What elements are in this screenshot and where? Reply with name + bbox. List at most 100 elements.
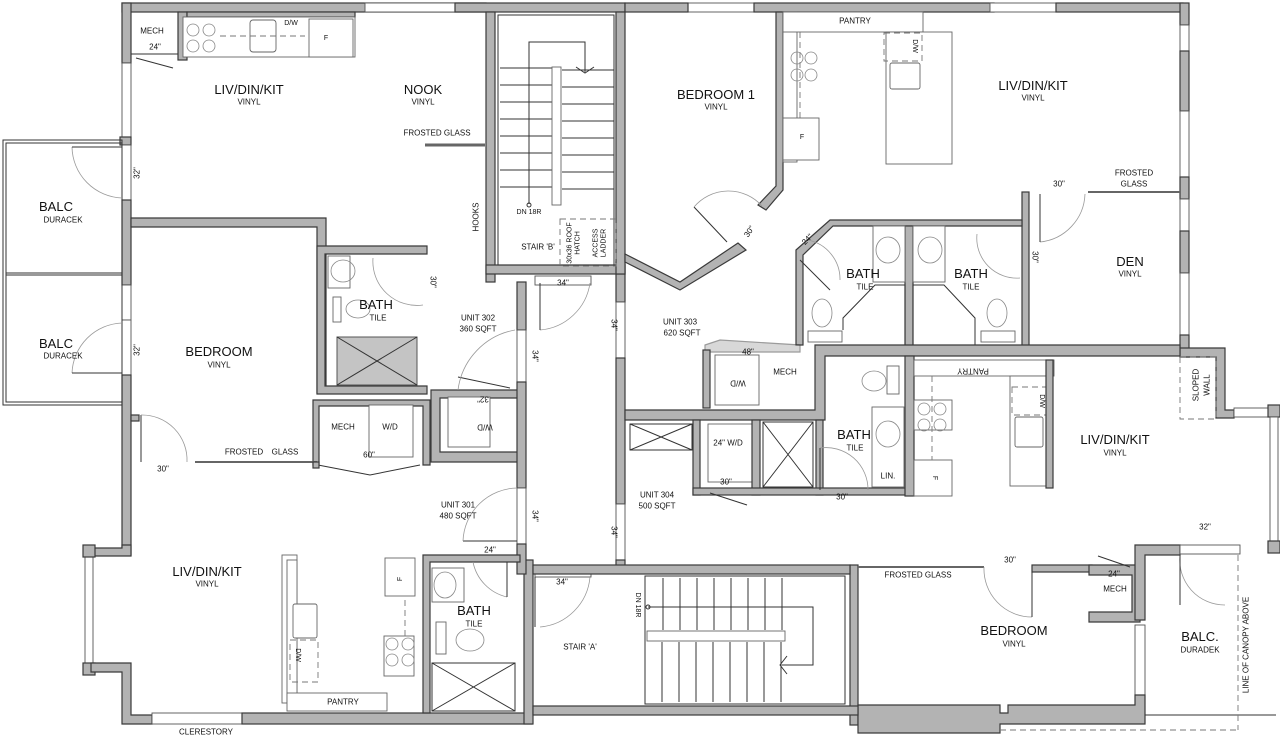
u303-wd-label: W/D: [730, 378, 746, 388]
u302-wd-door-dim: 32": [477, 394, 489, 404]
u301-bath-door-dim: 24": [484, 545, 496, 555]
u303-dishwasher-label: D/W: [910, 39, 918, 53]
u304-entry-door-dim: 34": [609, 526, 619, 538]
u301-bedroom-name: BEDROOM: [185, 343, 253, 359]
u304-livdinkit-floor: VINYL: [1103, 448, 1127, 458]
u301-bath-name: BATH: [457, 602, 491, 618]
unit-301-name: UNIT 301: [440, 500, 476, 510]
u303-den-door-dim: 30": [1053, 179, 1065, 189]
u301-balc-floor: DURACEK: [43, 351, 83, 361]
u304-fridge-label: F: [930, 475, 938, 481]
u301-dishwasher-label: D/W: [293, 648, 301, 662]
clerestory-label: CLERESTORY: [179, 727, 233, 737]
u303-bath-a-floor: TILE: [856, 282, 874, 292]
u302-bath-name: BATH: [359, 296, 393, 312]
u303-bath-b-floor: TILE: [962, 282, 980, 292]
stair-b-access-ladder-label: ACCESS LADDER: [592, 228, 607, 258]
unit-304-interior: [532, 355, 1276, 734]
u302-bath-floor: TILE: [369, 313, 387, 323]
stair-b: [485, 11, 626, 275]
u301-balc-door-dim: 32": [132, 344, 142, 356]
stair-b-roof-hatch-label: 30x36 ROOF HATCH: [566, 222, 581, 264]
u301-balc-name: BALC: [39, 335, 73, 351]
u304-balc-floor: DURADEK: [1180, 645, 1220, 655]
u304-livdinkit-name: LIV/DIN/KIT: [1080, 431, 1150, 447]
u302-mech-door-dim: 24": [149, 42, 161, 52]
u302-hooks-label: HOOKS: [471, 202, 481, 232]
u302-entry-door-dim: 34": [530, 350, 540, 362]
exterior-walls: [82, 2, 1280, 725]
u303-bedroom1-floor: VINYL: [704, 102, 728, 112]
u304-balc-door-dim: 32": [1199, 522, 1211, 532]
u303-pantry-label: PANTRY: [839, 16, 871, 26]
unit-304-area: 500 SQFT: [638, 501, 676, 511]
unit-301-area: 480 SQFT: [439, 511, 477, 521]
u304-bath-door-dim: 30": [836, 492, 848, 502]
u304-sloped-label: SLOPED: [1191, 368, 1201, 402]
u301-livdinkit-floor: VINYL: [195, 579, 219, 589]
u301-glass-label: GLASS: [271, 447, 299, 457]
u303-bath-b-door-dim: 30": [1030, 251, 1040, 263]
u303-wd-door-dim: 48": [742, 347, 754, 357]
u302-bath-door-dim: 30": [428, 276, 438, 288]
corridor-south-door-dim: 34": [556, 577, 568, 587]
stair-a-dn-label: DN 18R: [633, 592, 641, 618]
u301-bedroom-door-dim: 30": [157, 464, 169, 474]
u301-mech-label: MECH: [331, 422, 355, 432]
u304-balc-name: BALC.: [1181, 628, 1219, 644]
u303-glass-label: GLASS: [1120, 179, 1148, 189]
u302-dishwasher-label: D/W: [284, 20, 298, 28]
stair-a: [644, 575, 846, 705]
u304-bath-name: BATH: [837, 426, 871, 442]
u304-mech-door-dim: 24": [1108, 569, 1120, 579]
u302-nook-name: NOOK: [403, 81, 443, 97]
u304-wall-label: WALL: [1202, 374, 1212, 396]
u302-wd-label: W/D: [477, 422, 493, 432]
u304-mech-label: MECH: [1103, 584, 1127, 594]
u301-wd-door-dim: 60": [363, 450, 375, 460]
corridor-north-door-dim: 34": [557, 278, 569, 288]
unit-303-name: UNIT 303: [662, 317, 698, 327]
unit-301-interior: [130, 414, 521, 714]
u304-bedroom-door-dim: 30": [1004, 555, 1016, 565]
u301-wd-label: W/D: [382, 422, 398, 432]
u304-bath-floor: TILE: [846, 443, 864, 453]
u304-wd-door-dim: 30": [720, 477, 732, 487]
stair-b-dn-label: DN 18R: [516, 209, 542, 217]
unit-303-interior: [624, 11, 1181, 421]
unit-304-name: UNIT 304: [639, 490, 675, 500]
u303-bath-a-name: BATH: [846, 265, 880, 281]
u302-livdinkit-floor: VINYL: [237, 97, 261, 107]
u303-den-floor: VINYL: [1118, 269, 1142, 279]
canopy-line-label: LINE OF CANOPY ABOVE: [1241, 596, 1251, 694]
u302-nook-floor: VINYL: [411, 97, 435, 107]
unit-302-interior: [130, 11, 521, 476]
u301-livdinkit-name: LIV/DIN/KIT: [172, 563, 242, 579]
u303-den-name: DEN: [1116, 253, 1144, 269]
u303-livdinkit-floor: VINYL: [1021, 93, 1045, 103]
u304-bedroom-floor: VINYL: [1002, 639, 1026, 649]
unit-302-name: UNIT 302: [460, 313, 496, 323]
u303-livdinkit-name: LIV/DIN/KIT: [998, 77, 1068, 93]
u302-balc-door-dim: 32": [132, 167, 142, 179]
u302-balc-name: BALC: [39, 198, 73, 214]
u301-fridge-label: F: [397, 576, 405, 582]
unit-303-area: 620 SQFT: [663, 328, 701, 338]
u303-entry-door-dim: 34": [609, 319, 619, 331]
u303-bedroom1-name: BEDROOM 1: [676, 86, 756, 102]
u302-balc-floor: DURACEK: [43, 215, 83, 225]
u302-mech-label: MECH: [140, 26, 164, 36]
u303-bath-b-name: BATH: [954, 265, 988, 281]
u304-pantry-label: PANTRY: [957, 366, 989, 376]
u301-frosted-label: FROSTED: [224, 447, 264, 457]
u303-fridge-label: F: [799, 134, 805, 142]
u301-bedroom-floor: VINYL: [207, 360, 231, 370]
u301-entry-door-dim: 34": [530, 510, 540, 522]
u302-livdinkit-name: LIV/DIN/KIT: [214, 81, 284, 97]
u304-frosted-glass-label: FROSTED GLASS: [884, 570, 952, 580]
u301-bath-floor: TILE: [465, 619, 483, 629]
unit-302-area: 360 SQFT: [459, 324, 497, 334]
u304-bedroom-name: BEDROOM: [980, 622, 1048, 638]
u304-linen-label: LIN.: [880, 471, 896, 481]
